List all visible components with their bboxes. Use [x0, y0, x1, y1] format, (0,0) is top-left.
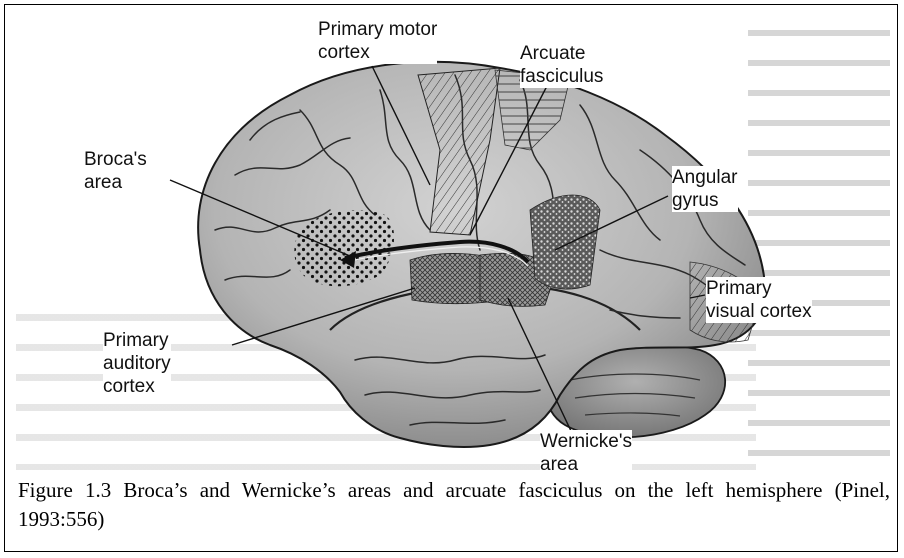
label-arcuate-fasciculus: Arcuate fasciculus	[520, 42, 603, 88]
label-wernickes-area: Wernicke's area	[540, 430, 632, 476]
label-primary-visual-cortex: Primary visual cortex	[706, 277, 812, 323]
label-primary-motor-cortex: Primary motor cortex	[318, 18, 437, 64]
label-angular-gyrus: Angular gyrus	[672, 166, 738, 212]
label-primary-auditory-cortex: Primary auditory cortex	[103, 329, 171, 398]
figure-caption: Figure 1.3 Broca’s and Wernicke’s areas …	[18, 476, 890, 534]
label-brocas-area: Broca's area	[84, 148, 147, 194]
angular-gyrus-region	[530, 195, 600, 289]
